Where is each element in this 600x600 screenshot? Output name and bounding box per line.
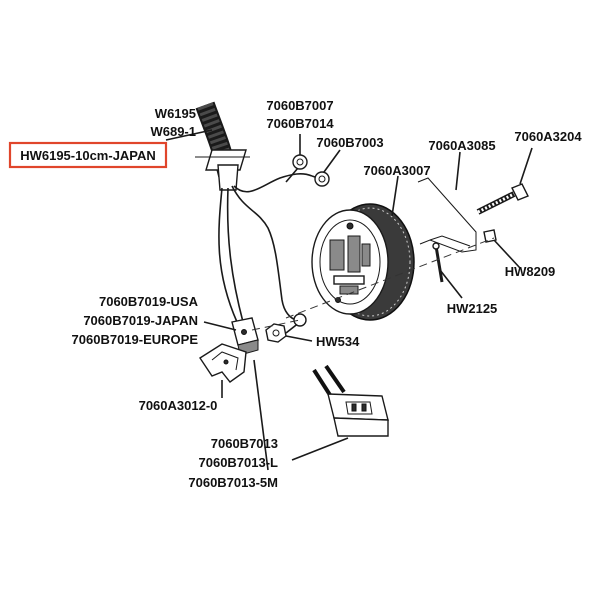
label-w689-1: W689-1 — [150, 124, 196, 139]
leader-lines — [165, 129, 533, 471]
wires — [218, 173, 313, 323]
bracket-7060a3085 — [417, 177, 477, 253]
label-hw2125: HW2125 — [447, 301, 498, 316]
label-hw534: HW534 — [316, 334, 360, 349]
label-7060a3007: 7060A3007 — [363, 163, 430, 178]
bolt-7060a3204 — [476, 183, 529, 215]
label-7060a3204: 7060A3204 — [514, 129, 582, 144]
label-7060b7019-europe: 7060B7019-EUROPE — [72, 332, 199, 347]
assembly-axis-lines — [251, 237, 495, 331]
label-7060b7019-japan: 7060B7019-JAPAN — [83, 313, 198, 328]
clip-7060a3012 — [199, 343, 247, 383]
label-7060b7007: 7060B7007 — [266, 98, 333, 113]
label-7060b7014: 7060B7014 — [266, 116, 334, 131]
plug-7060b7013 — [312, 364, 389, 437]
label-7060b7013: 7060B7013 — [211, 436, 278, 451]
label-hw6195-10cm-japan: HW6195-10cm-JAPAN — [20, 148, 156, 163]
washer-hw8209 — [483, 229, 497, 243]
label-7060a3085: 7060A3085 — [428, 138, 495, 153]
highlight-box — [8, 141, 168, 169]
ring-terminal-7060b7007 — [285, 154, 308, 183]
screw-hw2125 — [432, 242, 444, 283]
braided-cable — [195, 101, 250, 191]
label-7060b7013-l: 7060B7013-L — [199, 455, 279, 470]
rotor-7060a3007 — [311, 203, 415, 321]
label-hw8209: HW8209 — [505, 264, 556, 279]
label-w6195: W6195 — [155, 106, 196, 121]
labels: W6195 W689-1 HW6195-10cm-JAPAN 7060B7007… — [20, 98, 582, 490]
label-7060b7003: 7060B7003 — [316, 135, 383, 150]
ring-terminal-7060b7003 — [311, 171, 330, 187]
label-7060b7013-5m: 7060B7013-5M — [188, 475, 278, 490]
label-7060b7019-usa: 7060B7019-USA — [99, 294, 199, 309]
label-7060a3012-0: 7060A3012-0 — [139, 398, 218, 413]
